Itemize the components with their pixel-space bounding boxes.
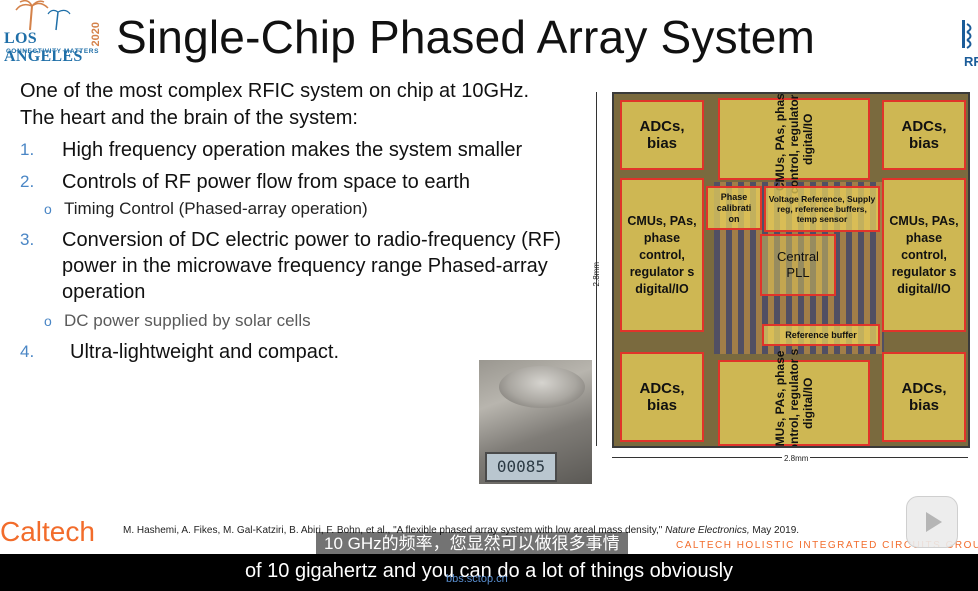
list-item: 2. Controls of RF power flow from space … — [20, 169, 600, 195]
block-label: Phase calibrati on — [716, 191, 752, 224]
english-caption: of 10 gigahertz and you can do a lot of … — [244, 560, 734, 582]
logo-year: 2020 — [90, 22, 102, 47]
play-button[interactable] — [906, 496, 958, 548]
sub-bullet: o — [44, 201, 52, 217]
scale-display: 00085 — [485, 452, 557, 482]
sub-bullet: o — [44, 313, 52, 329]
palm-tree-icon — [15, 0, 71, 31]
play-icon — [926, 512, 942, 532]
item-text: High frequency operation makes the syste… — [62, 139, 523, 161]
dimension-line — [596, 92, 597, 446]
block-cmu-top: CMUs, PAs, phase control, regulator s di… — [718, 94, 870, 194]
intro-line: The heart and the brain of the system: — [20, 107, 358, 129]
reference-date: May 2019. — [752, 525, 800, 536]
list-item: 4. Ultra-lightweight and compact. — [20, 339, 600, 365]
block-label: CMUs, PAs, phase control, regulator s di… — [627, 213, 697, 296]
block-reference-buffer: Reference buffer — [762, 324, 880, 346]
item-number: 1. — [20, 140, 35, 159]
sub-item: o DC power supplied by solar cells — [20, 309, 600, 333]
item-text: Controls of RF power flow from space to … — [62, 171, 470, 193]
block-adc-top-right: ADCs, bias — [882, 100, 966, 170]
block-label: ADCs, bias — [639, 118, 685, 152]
block-label: ADCs, bias — [901, 118, 947, 152]
list-item: 1. High frequency operation makes the sy… — [20, 137, 600, 163]
block-adc-bottom-right: ADCs, bias — [882, 352, 966, 442]
list-item: 3. Conversion of DC electric power to ra… — [20, 227, 600, 305]
chip-diagram: 2.8mm ADCs, bias ADCs, bias ADCs, bias A… — [586, 92, 978, 470]
block-central-pll: Central PLL — [760, 234, 836, 296]
intro-line: One of the most complex RFIC system on c… — [20, 80, 530, 102]
item-number: 3. — [20, 230, 35, 249]
reference-text: M. Hashemi, A. Fikes, M. Gal-Katziri, B.… — [123, 525, 663, 536]
item-number: 2. — [20, 172, 35, 191]
scale-photo: 00085 — [479, 360, 592, 484]
block-voltage-reference: Voltage Reference, Supply reg, reference… — [764, 186, 880, 232]
logo-rf-text: RF — [964, 54, 978, 69]
ieee-rf-logo: RF — [958, 18, 978, 69]
vertical-dimension: 2.8mm — [586, 92, 610, 446]
horizontal-dimension: 2.8mm — [612, 452, 968, 470]
group-name: CALTECH HOLISTIC INTEGRATED CIRCUITS GRO… — [676, 540, 978, 551]
block-label: Central PLL — [777, 249, 819, 280]
wave-icon — [962, 20, 972, 49]
sub-text: Timing Control (Phased-array operation) — [64, 199, 368, 218]
item-text: Ultra-lightweight and compact. — [70, 341, 340, 363]
item-number: 4. — [20, 342, 35, 361]
dimension-label: 2.8mm — [782, 454, 811, 463]
block-phase-calibration: Phase calibrati on — [706, 186, 762, 230]
block-cmu-right: CMUs, PAs, phase control, regulator s di… — [882, 178, 966, 332]
reference-journal: Nature Electronics, — [665, 525, 750, 536]
scale-plate — [499, 366, 585, 408]
block-label: CMUs, PAs, phase control, regulator s di… — [773, 348, 815, 448]
reference-citation: M. Hashemi, A. Fikes, M. Gal-Katziri, B.… — [123, 525, 799, 536]
block-label: Voltage Reference, Supply reg, reference… — [768, 194, 876, 224]
caption-bar — [0, 554, 978, 591]
item-text: Conversion of DC electric power to radio… — [62, 229, 562, 303]
block-cmu-bottom: CMUs, PAs, phase control, regulator s di… — [718, 348, 870, 446]
los-angeles-logo: LOS ANGELES CONNECTIVITY MATTERS 2020 — [2, 0, 106, 65]
slide-title: Single-Chip Phased Array System — [116, 11, 816, 63]
chip-die: ADCs, bias ADCs, bias ADCs, bias ADCs, b… — [612, 92, 970, 448]
chinese-subtitle: 10 GHz的频率，您显然可以做很多事情 — [316, 532, 628, 556]
block-label: ADCs, bias — [901, 380, 947, 414]
block-adc-bottom-left: ADCs, bias — [620, 352, 704, 442]
intro-text: One of the most complex RFIC system on c… — [20, 78, 529, 132]
logo-main-text: LOS ANGELES — [4, 30, 83, 65]
caltech-logo: Caltech — [0, 516, 95, 547]
block-cmu-left: CMUs, PAs, phase control, regulator s di… — [620, 178, 704, 332]
block-adc-top-left: ADCs, bias — [620, 100, 704, 170]
sub-item: o Timing Control (Phased-array operation… — [20, 197, 600, 221]
watermark: bbs.sctop.cn — [446, 573, 508, 585]
block-label: Reference buffer — [785, 330, 857, 340]
sub-text: DC power supplied by solar cells — [64, 311, 311, 330]
bullet-list: 1. High frequency operation makes the sy… — [20, 137, 600, 365]
dimension-label: 2.8mm — [592, 262, 601, 287]
block-label: CMUs, PAs, phase control, regulator s di… — [889, 213, 959, 296]
logo-sub-text: CONNECTIVITY MATTERS — [6, 48, 100, 55]
block-label: ADCs, bias — [639, 380, 685, 414]
